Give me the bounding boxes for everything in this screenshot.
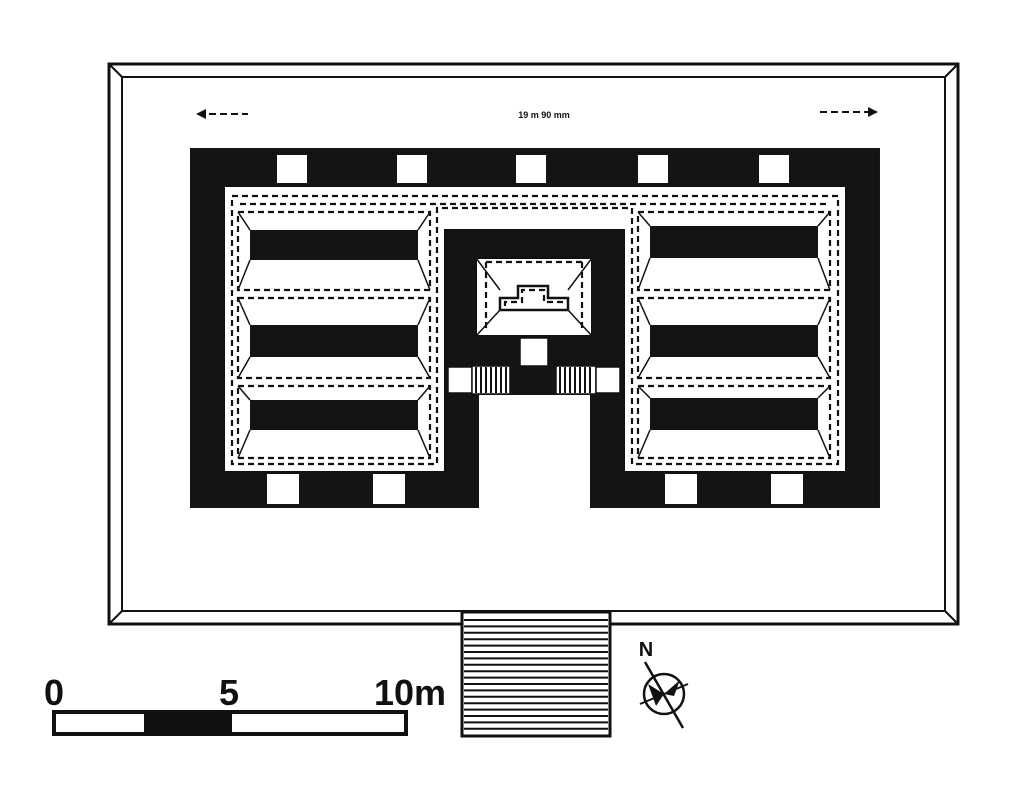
- north-arrow-icon: N: [639, 639, 689, 729]
- north-label: N: [639, 639, 653, 661]
- bottom-wall-openings: [267, 474, 803, 504]
- left-wing: [236, 210, 432, 460]
- right-wing: [636, 210, 832, 460]
- central-shrine: [475, 257, 593, 367]
- scale-tick-10: 10m: [374, 672, 446, 713]
- entrance-staircase: [460, 610, 612, 738]
- inner-stairs: [447, 365, 621, 395]
- dimension-label: 19 m 90 mm: [518, 110, 570, 120]
- top-wall-openings: [277, 155, 789, 183]
- dimension-line: 19 m 90 mm: [196, 107, 878, 120]
- scale-tick-5: 5: [219, 672, 239, 713]
- scale-tick-0: 0: [44, 672, 64, 713]
- scale-bar: 0 5 10m: [44, 672, 446, 736]
